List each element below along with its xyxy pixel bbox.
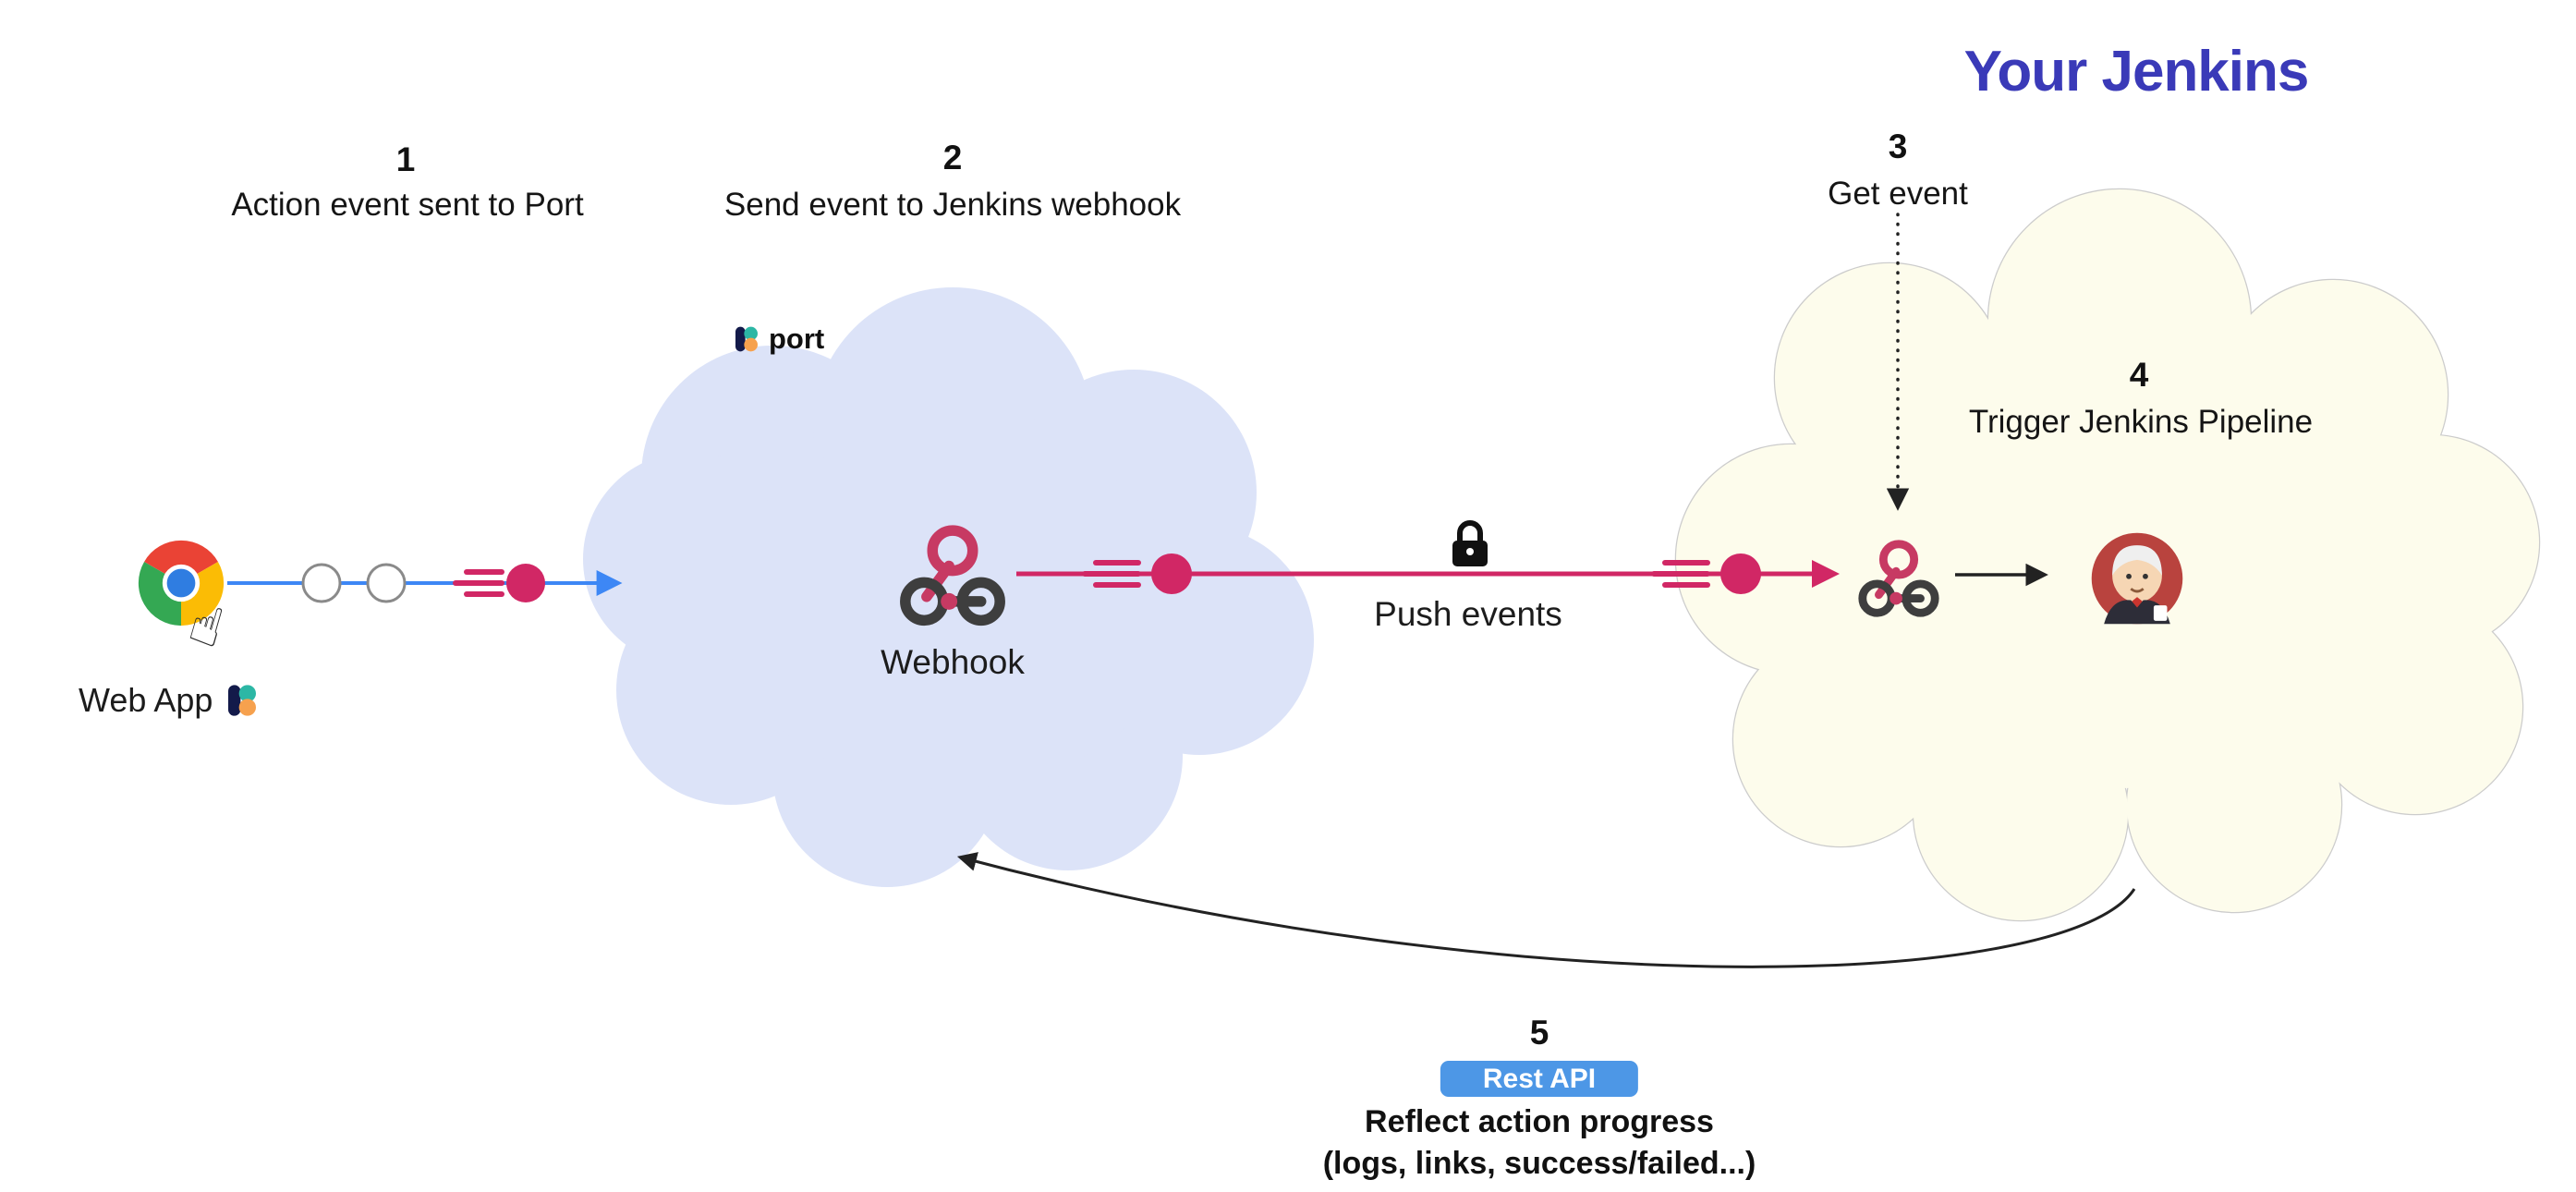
port-wordmark-row: port: [732, 322, 824, 356]
port-cloud: [583, 287, 1314, 887]
event-speed-lines: [453, 569, 504, 597]
port-logo-icon: [224, 682, 261, 719]
step-4-label: Trigger Jenkins Pipeline: [1968, 404, 2314, 440]
step-5-line2: (logs, links, success/failed...): [1322, 1146, 1756, 1181]
jenkins-butler-icon: [2090, 531, 2184, 626]
rest-api-return-arrow: [956, 852, 2136, 968]
step-3-label: Get event: [1828, 176, 1968, 212]
port-logo-icon: [732, 324, 761, 354]
web-app-label-row: Web App: [79, 681, 261, 720]
step-5-number: 5: [1529, 1014, 1549, 1052]
step-5-line1: Reflect action progress: [1365, 1104, 1714, 1139]
rest-api-badge-wrap: Rest API: [1440, 1061, 1639, 1097]
jenkins-cloud: [1674, 188, 2541, 922]
step-1-number: 1: [395, 140, 416, 178]
step-2-label: Send event to Jenkins webhook: [723, 187, 1182, 223]
push-events-arrow: [1016, 553, 1840, 594]
step-3-number: 3: [1888, 128, 1908, 165]
push-events-label: Push events: [1374, 595, 1562, 633]
blue-event-arrow: [227, 563, 623, 603]
step-4-number: 4: [2129, 356, 2149, 394]
page-title: Your Jenkins: [1963, 40, 2310, 103]
event-speed-lines: [1082, 560, 1141, 588]
web-app-label: Web App: [79, 681, 213, 719]
step-1-label: Action event sent to Port: [231, 187, 584, 223]
event-dot: [1720, 553, 1761, 594]
queue-circle: [301, 563, 342, 603]
lock-icon: [1452, 520, 1488, 566]
queue-circle: [366, 563, 407, 603]
step-2-number: 2: [942, 139, 963, 176]
event-dot: [506, 564, 545, 602]
port-wordmark: port: [769, 322, 825, 355]
event-speed-lines: [1651, 560, 1710, 588]
rest-api-badge: Rest API: [1440, 1061, 1639, 1097]
webhook-label: Webhook: [881, 643, 1025, 681]
